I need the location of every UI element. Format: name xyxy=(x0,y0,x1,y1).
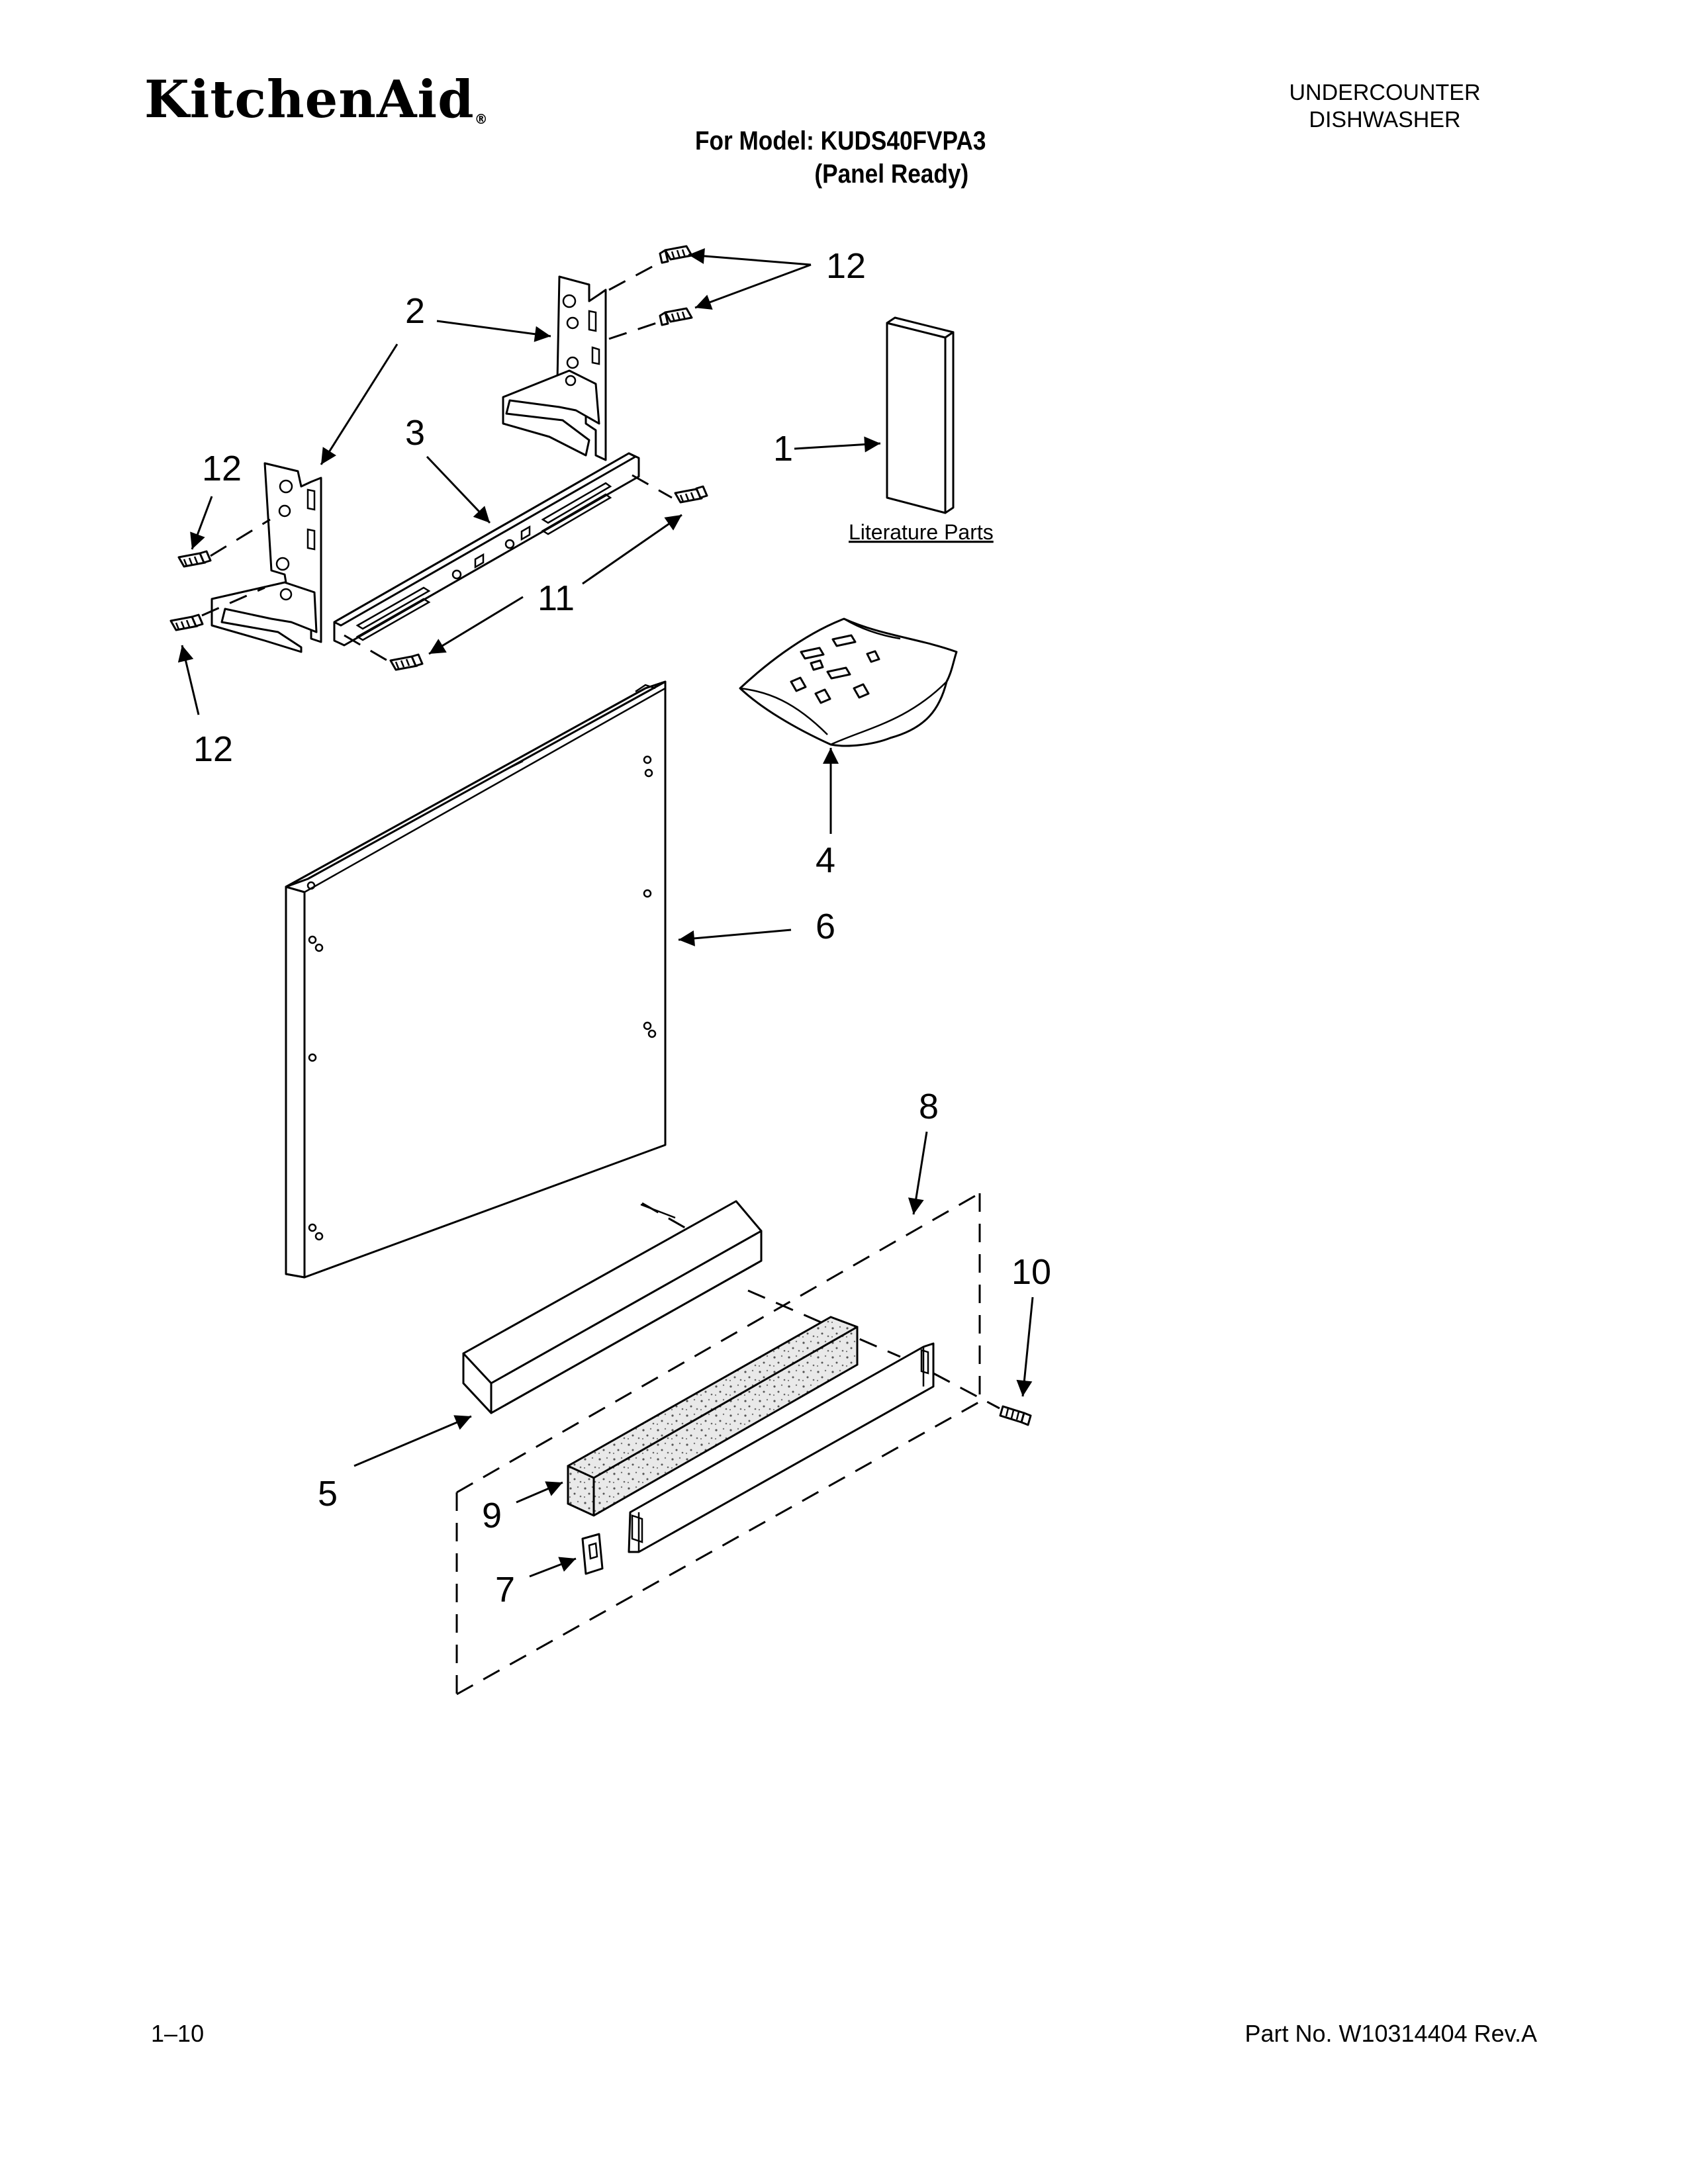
screw-part-11 xyxy=(389,485,708,671)
toekick-plate xyxy=(628,1342,935,1553)
screw-guide-line xyxy=(210,518,271,557)
callout-8: 8 xyxy=(919,1087,939,1126)
callout-2: 2 xyxy=(405,291,425,331)
callout-1: 1 xyxy=(773,429,793,469)
callout-10: 10 xyxy=(1011,1252,1051,1292)
screw-part-10 xyxy=(999,1405,1032,1426)
callout-5: 5 xyxy=(318,1474,338,1514)
callout-12-upper-right: 12 xyxy=(826,246,866,286)
literature-parts-label: Literature Parts xyxy=(849,520,994,544)
screw-part-12-upper xyxy=(659,245,693,326)
kit-outline-part-8 xyxy=(455,1192,981,1696)
literature-book-part-1 xyxy=(886,316,955,514)
insulation-part-9 xyxy=(567,1316,859,1517)
door-panel-part-6 xyxy=(285,680,667,1279)
callout-6: 6 xyxy=(816,907,835,946)
screw-guide-line xyxy=(608,320,661,340)
screw-guide-line xyxy=(632,474,673,499)
hardware-bag-part-4 xyxy=(739,617,958,747)
guide-line xyxy=(641,1202,689,1231)
callout-7: 7 xyxy=(495,1570,515,1610)
screw-guide-line xyxy=(201,586,265,617)
callout-3: 3 xyxy=(405,413,425,453)
screw-guide-line xyxy=(933,1372,1000,1410)
product-line-1: UNDERCOUNTER xyxy=(1289,80,1481,105)
callout-4: 4 xyxy=(816,841,835,880)
product-type: UNDERCOUNTER DISHWASHER xyxy=(1233,79,1537,134)
part-number: Part No. W10314404 Rev.A xyxy=(1244,2020,1537,2047)
leader-lines xyxy=(177,248,1034,1578)
bracket-part-2-right xyxy=(502,275,607,461)
callout-12-left-upper: 12 xyxy=(202,449,242,488)
screw-part-12-left xyxy=(169,550,212,631)
callout-11: 11 xyxy=(538,578,575,618)
rail-part-3 xyxy=(333,452,640,647)
bracket-part-2-left xyxy=(211,462,322,653)
model-variant: (Panel Ready) xyxy=(814,159,969,189)
page-number: 1–10 xyxy=(151,2020,205,2047)
clip-part-7 xyxy=(581,1533,604,1575)
model-heading: For Model: KUDS40FVPA3 (Panel Ready) xyxy=(695,124,986,191)
model-line: For Model: KUDS40FVPA3 xyxy=(695,126,986,156)
screw-guide-line xyxy=(608,261,661,291)
product-line-2: DISHWASHER xyxy=(1309,107,1461,132)
callout-9: 9 xyxy=(482,1496,502,1535)
toekick-bracket-part-5 xyxy=(462,1200,763,1414)
callout-12-left-lower: 12 xyxy=(193,729,233,769)
brand-logo: KitchenAid® xyxy=(144,69,489,130)
screw-guide-line xyxy=(344,634,388,662)
